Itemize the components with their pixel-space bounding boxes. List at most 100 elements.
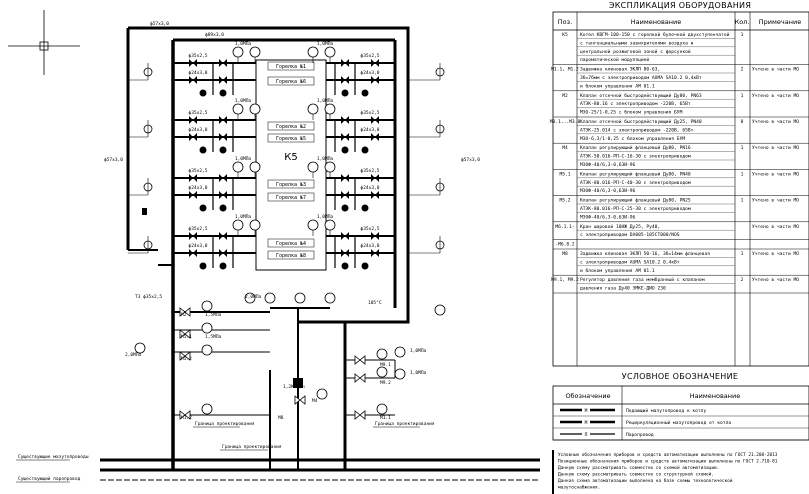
row-line: Клапан регулирующий фланцевый Ду80, PN16 xyxy=(580,145,691,151)
border-left: Граница проектирования xyxy=(195,421,255,427)
gauge-icon xyxy=(324,103,336,115)
legend-gap xyxy=(582,431,590,437)
valve-end-icon xyxy=(341,89,349,97)
row-line: с электроприводом AUMA SA10.2 0,4кВт xyxy=(580,259,680,265)
row-line: давления газа Ду40 ЭМКЕ-ДИО 230 xyxy=(580,286,666,292)
gauge-icon xyxy=(376,348,388,360)
pipelines xyxy=(100,26,540,481)
pressure-label: 1,0МПа xyxy=(235,98,252,104)
row-qty: 2 xyxy=(741,67,744,73)
valve-icon xyxy=(189,133,197,141)
valve-icon xyxy=(189,116,197,124)
row-pos: К5 xyxy=(562,32,568,38)
gauge-icon xyxy=(294,292,306,304)
valve-end-icon xyxy=(199,146,207,154)
burner-5-label: Горелка №5 xyxy=(276,136,306,142)
valve-icon xyxy=(179,351,191,361)
valve-end-icon xyxy=(341,146,349,154)
row-line: Клапан регулирующий фланцевый Ду80, PN40 xyxy=(580,171,691,177)
existing-steam-label: Существующий паропровод xyxy=(18,476,81,482)
row-qty: 8 xyxy=(741,119,744,125)
pressure-label: 1,0МПа xyxy=(235,41,252,47)
gauge-icon xyxy=(249,103,261,115)
tag-m92: М9.2 xyxy=(380,380,391,386)
burner-4-label: Горелка №4 xyxy=(276,241,306,247)
valve-end-icon xyxy=(219,262,227,270)
valve-icon xyxy=(179,329,191,339)
gauge-icon xyxy=(324,219,336,231)
row-line: Регулятор давления газа мембранный с кла… xyxy=(580,276,705,283)
valve-icon xyxy=(219,191,227,199)
valve-end-icon xyxy=(199,262,207,270)
col-qty: Кол. xyxy=(735,18,750,26)
row-pos: М3.1...М3.8 xyxy=(550,119,581,125)
gauge-icon xyxy=(307,219,319,231)
valve-icon xyxy=(341,116,349,124)
pressure-label: 1,0МПа xyxy=(235,156,252,162)
pipe-size-label: ф35х2,5 xyxy=(189,168,208,174)
gauge-icon xyxy=(264,292,276,304)
row-line: АТЭК-25.014 с электроприводом -220В, 65В… xyxy=(580,127,694,133)
legend-col-symbol: Обозначение xyxy=(565,392,610,400)
explication-table: ЭКСПЛИКАЦИЯ ОБОРУДОВАНИЯ Поз. Наименован… xyxy=(550,1,809,367)
valve-end-icon xyxy=(219,204,227,212)
row-line: АТЭК-80.016-РП-С-25-30 с электроприводом xyxy=(580,206,691,212)
row-line: АТЭК-80.16 с электроприводом -220В, 65Вт xyxy=(580,101,691,107)
row-pos: М9.1, М9.2 xyxy=(551,277,579,283)
col-note: Примечание xyxy=(759,18,801,26)
row-line: Клапан регулирующий фланцевый Ду80, PN25 xyxy=(580,198,691,204)
pipe-label-left: ф57х3,0 xyxy=(104,157,123,163)
row-qty: 1 xyxy=(741,145,744,151)
gauge-icon xyxy=(201,344,213,356)
gauge-icon xyxy=(232,46,244,58)
tag-m8: М8 xyxy=(278,415,284,421)
row-line: Клапан отсечной быстродействующий Ду25, … xyxy=(580,118,702,125)
row-line: с электроприводом DA005-105СТ000/NOS xyxy=(580,232,680,238)
border-labels: Граница проектирования Граница проектиро… xyxy=(16,421,435,483)
row-line: МЭО-25/1-0,25 с блоком управления БУМ xyxy=(580,109,683,116)
legend-code: М xyxy=(585,420,588,426)
gauge-icon xyxy=(232,161,244,173)
valve-end-icon xyxy=(361,204,369,212)
note-line: Данную схему рассматривать совместно со … xyxy=(558,465,719,471)
row-qty: 1 xyxy=(741,171,744,177)
pipe-size-label: ф35х2,5 xyxy=(361,226,380,232)
row-line: Котел КВГМ-100-150 с горелкой булочной д… xyxy=(580,31,730,38)
valve-icon xyxy=(341,174,349,182)
valve-icon xyxy=(371,59,379,67)
gauge-icon xyxy=(249,161,261,173)
legend-gap xyxy=(582,419,590,425)
temp-label: 105°С xyxy=(368,300,382,306)
tag-m4: М4 xyxy=(312,398,318,404)
boiler-label: К5 xyxy=(284,152,297,163)
pipe-size-label: ф35х2,5 xyxy=(189,226,208,232)
row-qty: 1 xyxy=(741,32,744,38)
valve-icon xyxy=(219,133,227,141)
valve-end-icon xyxy=(341,262,349,270)
burner-2-label: Горелка №2 xyxy=(276,124,306,130)
burner-labels: Горелка №1 Горелка №6 Горелка №2 Горелка… xyxy=(267,61,315,260)
valve-icon xyxy=(219,249,227,257)
pressure-10-c: 1,0МПа xyxy=(410,370,427,376)
row-pos: М1.1, М1.2 xyxy=(551,67,579,73)
valve-icon xyxy=(179,307,191,317)
marker-icon xyxy=(142,208,147,215)
row-pos: М6.1.1- xyxy=(555,224,574,230)
row-pos: -М6.8.2 xyxy=(555,242,575,248)
tag-m2: М2 xyxy=(181,312,187,318)
valve-icon xyxy=(354,373,366,383)
gauge-icon xyxy=(244,292,256,304)
gauge-icon xyxy=(324,292,336,304)
row-note: Учтено в части МО xyxy=(752,251,799,257)
gauge-icon xyxy=(376,366,388,378)
tag-m51: М5.1 xyxy=(181,334,192,340)
border-mid: Граница проектирования xyxy=(222,444,282,450)
pipe-label-right: ф57х3,0 xyxy=(461,157,480,163)
flowmeter-icon xyxy=(293,378,303,388)
burner-6-label: Горелка №6 xyxy=(276,79,306,85)
pipe-size-label: ф35х2,5 xyxy=(361,53,380,59)
valve-icon xyxy=(341,59,349,67)
row-note: Учтено в части МО xyxy=(752,145,799,151)
valve-icon xyxy=(189,191,197,199)
valve-icon xyxy=(189,232,197,240)
